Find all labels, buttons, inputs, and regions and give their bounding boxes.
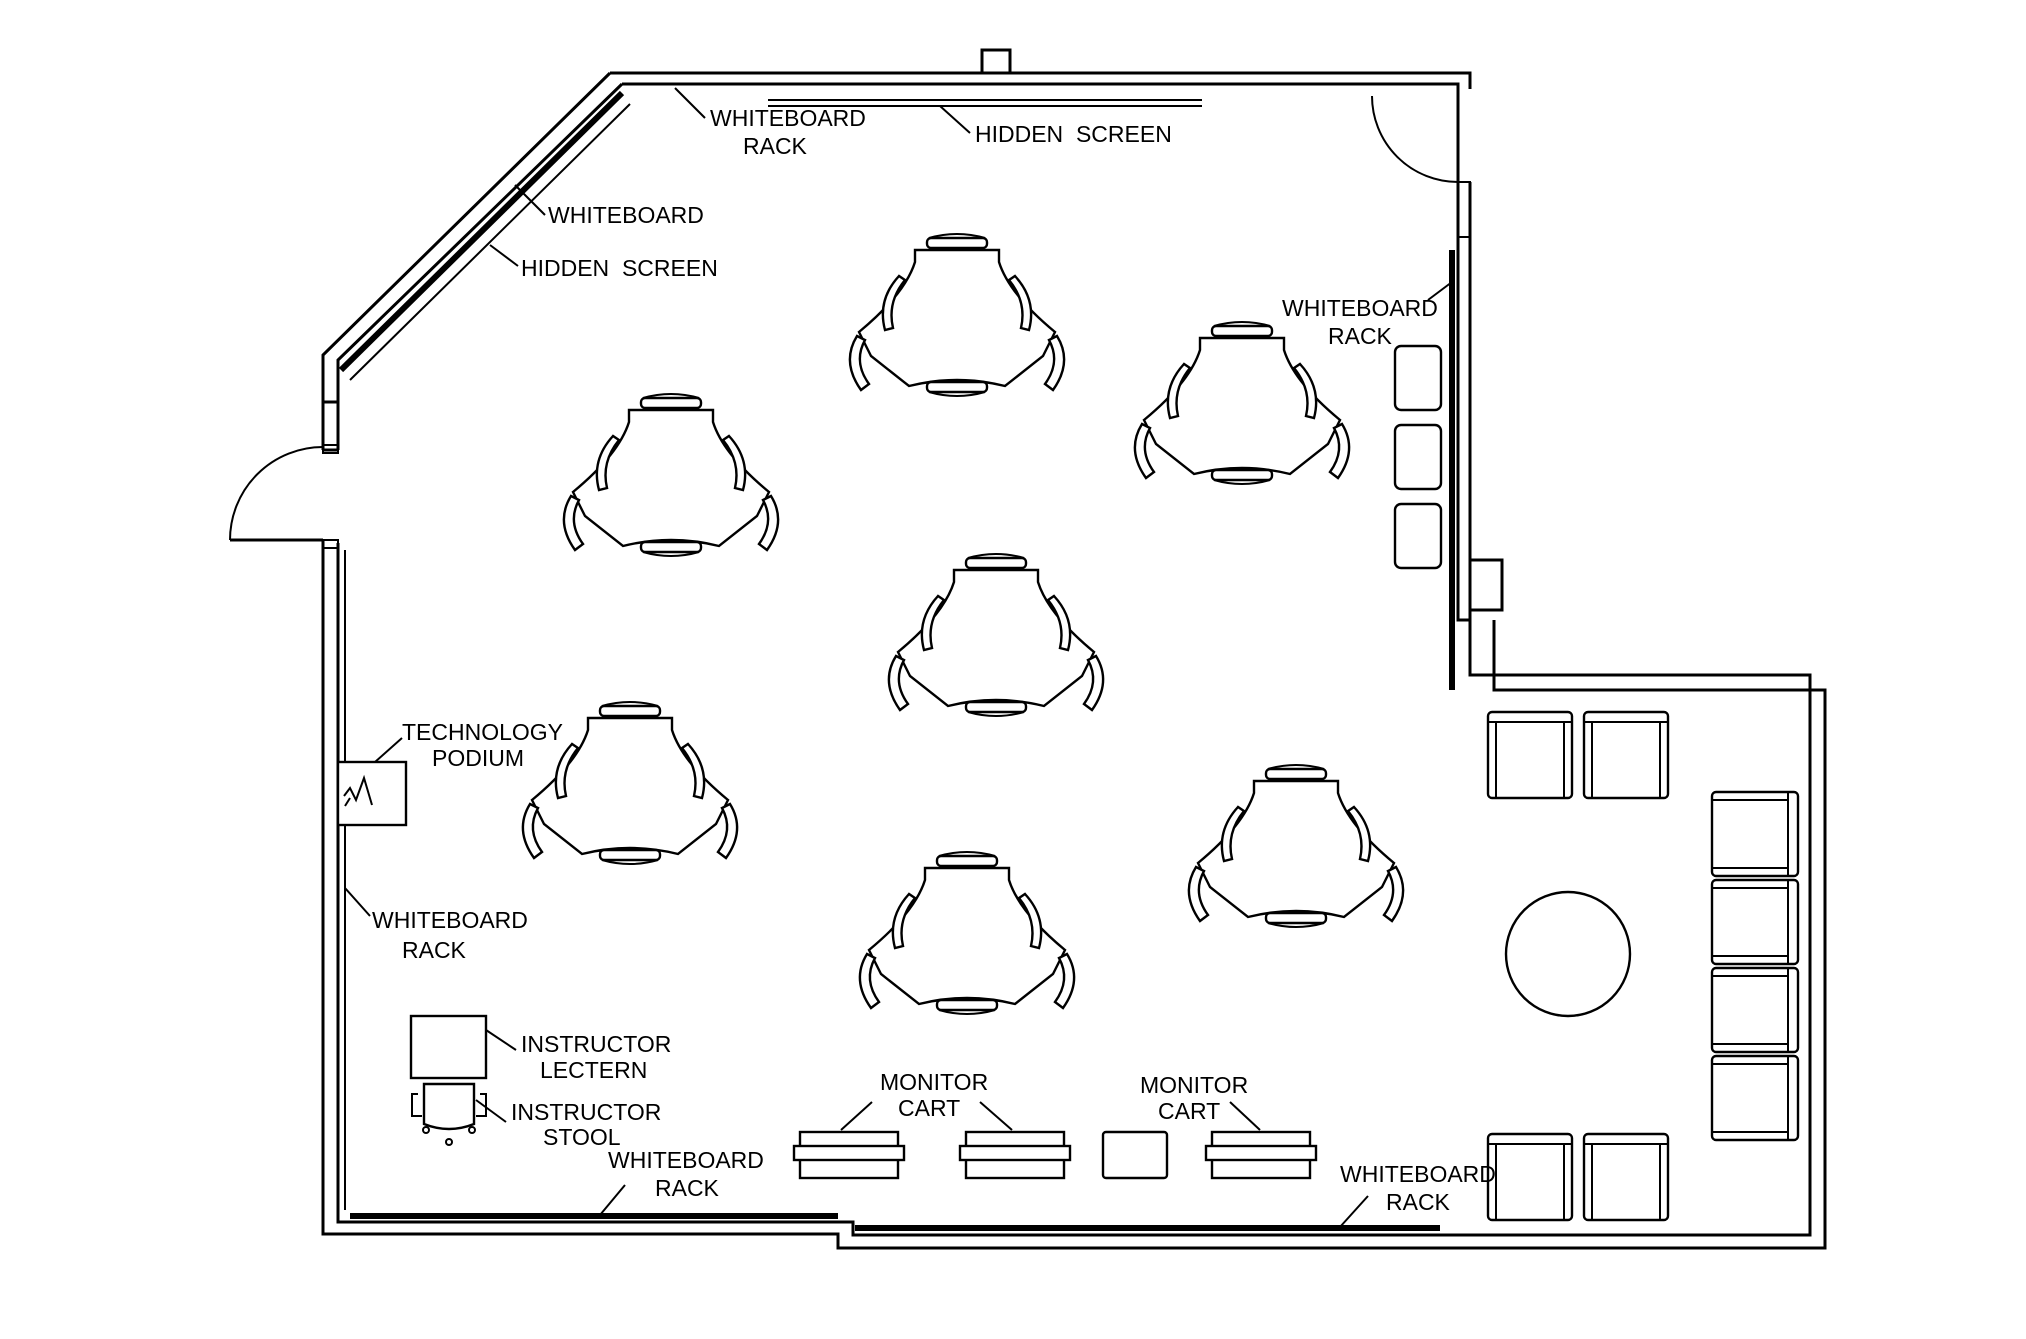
label-technology-podium-1: TECHNOLOGY xyxy=(402,719,563,745)
cart-box xyxy=(1101,1130,1169,1180)
label-hidden-screen-top: HIDDEN SCREEN xyxy=(975,121,1172,147)
table-pod-1 xyxy=(848,232,1066,398)
wall-fixtures xyxy=(338,90,1455,1231)
walls xyxy=(321,48,1827,1250)
technology-podium xyxy=(336,760,408,827)
monitor-cart xyxy=(958,1130,1072,1180)
label-whiteboard-rack-bottom-left-2: RACK xyxy=(655,1175,720,1201)
armchair xyxy=(1486,1132,1574,1222)
label-whiteboard-rack-bottom-right-1: WHITEBOARD xyxy=(1340,1161,1496,1187)
label-whiteboard-rack-bottom-right-2: RACK xyxy=(1386,1189,1451,1215)
label-whiteboard-rack-right-1: WHITEBOARD xyxy=(1282,295,1438,321)
instructor-lectern xyxy=(409,1014,488,1080)
labels: WHITEBOARD RACK HIDDEN SCREEN WHITEBOARD… xyxy=(372,105,1496,1215)
round-table xyxy=(1504,890,1632,1018)
label-whiteboard-rack-left-2: RACK xyxy=(402,937,467,963)
label-monitor-cart-1-1: MONITOR xyxy=(880,1069,988,1095)
instructor-stool xyxy=(411,1082,487,1146)
label-whiteboard-diag: WHITEBOARD xyxy=(548,202,704,228)
armchair xyxy=(1710,966,1800,1054)
armchair xyxy=(1710,878,1800,966)
armchair xyxy=(1710,1054,1800,1142)
lounge-area xyxy=(1486,710,1800,1222)
table-pod-4 xyxy=(887,552,1105,718)
armchair xyxy=(1582,710,1670,800)
armchair xyxy=(1582,1132,1670,1222)
label-monitor-cart-2-1: MONITOR xyxy=(1140,1072,1248,1098)
monitor-cart xyxy=(1204,1130,1318,1180)
table-pod-3 xyxy=(562,392,780,558)
armchair xyxy=(1710,790,1800,878)
label-hidden-screen-diag: HIDDEN SCREEN xyxy=(521,255,718,281)
monitor-carts xyxy=(792,1130,1318,1180)
door-top-right xyxy=(1371,95,1460,183)
student-tables xyxy=(521,232,1405,1016)
label-technology-podium-2: PODIUM xyxy=(432,745,524,771)
whiteboard-rack-panels xyxy=(1393,344,1443,570)
door-left xyxy=(229,446,324,542)
label-whiteboard-rack-top-2: RACK xyxy=(743,133,808,159)
label-instructor-lectern-2: LECTERN xyxy=(540,1057,647,1083)
armchair xyxy=(1486,710,1574,800)
label-whiteboard-rack-top-1: WHITEBOARD xyxy=(710,105,866,131)
label-whiteboard-rack-bottom-left-1: WHITEBOARD xyxy=(608,1147,764,1173)
label-instructor-stool-1: INSTRUCTOR xyxy=(511,1099,661,1125)
label-instructor-lectern-1: INSTRUCTOR xyxy=(521,1031,671,1057)
table-pod-7 xyxy=(858,850,1076,1016)
leader-lines xyxy=(344,87,1453,1228)
table-pod-2 xyxy=(1133,320,1351,486)
table-pod-6 xyxy=(1187,763,1405,929)
label-monitor-cart-1-2: CART xyxy=(898,1095,960,1121)
label-instructor-stool-2: STOOL xyxy=(543,1124,621,1150)
label-whiteboard-rack-left-1: WHITEBOARD xyxy=(372,907,528,933)
monitor-cart xyxy=(792,1130,906,1180)
label-whiteboard-rack-right-2: RACK xyxy=(1328,323,1393,349)
label-monitor-cart-2-2: CART xyxy=(1158,1098,1220,1124)
